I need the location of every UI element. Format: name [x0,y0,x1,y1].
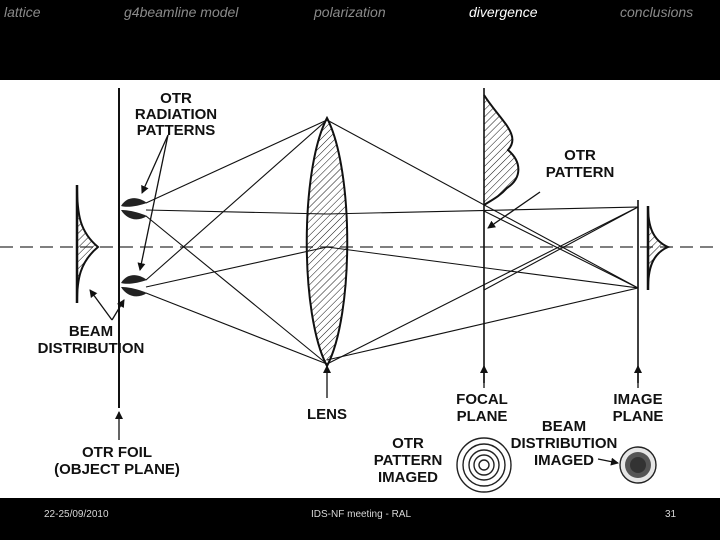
otr-optics-diagram: OTR RADIATION PATTERNS OTR PATTERN BEAM … [0,80,720,498]
label-image-plane-1: IMAGE [613,391,662,408]
footer-meeting: IDS-NF meeting - RAL [311,509,412,520]
label-focal-plane-1: FOCAL [456,391,508,408]
lens-shape [305,115,349,369]
beam-distribution-curve [76,184,100,304]
nav-g4beamline-model[interactable]: g4beamline model [124,4,239,20]
rays [145,119,639,365]
label-beam-distribution-imaged-3: IMAGED [534,452,594,469]
label-otr-pattern-2: PATTERN [546,164,615,181]
label-otr-pattern-imaged-2: PATTERN [374,452,443,469]
label-otr-foil-2: (OBJECT PLANE) [54,461,180,478]
label-otr-pattern-imaged-3: IMAGED [378,469,438,486]
otr-lobes-lower [121,275,147,297]
label-lens: LENS [307,406,347,423]
otr-pattern-curve [483,94,520,206]
navigation-bar: lattice g4beamline model polarization di… [0,0,720,80]
label-beam-distribution-1: BEAM [69,323,113,340]
nav-divergence[interactable]: divergence [469,4,538,20]
label-beam-distribution-imaged-2: DISTRIBUTION [511,435,618,452]
nav-conclusions[interactable]: conclusions [620,4,694,20]
nav-polarization[interactable]: polarization [314,4,386,20]
footer-page-number: 31 [665,509,677,520]
beam-distribution-imaged-icon [619,446,657,484]
slide-footer: 22-25/09/2010 IDS-NF meeting - RAL 31 [0,498,720,540]
label-otr-radiation-patterns-3: PATTERNS [137,122,216,139]
label-image-plane-2: PLANE [613,408,664,425]
label-focal-plane-2: PLANE [457,408,508,425]
footer-date: 22-25/09/2010 [44,509,109,520]
otr-lobes-upper [121,198,147,220]
label-otr-radiation-patterns-2: RADIATION [135,106,217,123]
label-beam-distribution-imaged-1: BEAM [542,418,586,435]
otr-pattern-imaged-icon [456,437,512,493]
nav-lattice[interactable]: lattice [4,4,41,20]
label-otr-pattern-1: OTR [564,147,596,164]
label-otr-pattern-imaged-1: OTR [392,435,424,452]
label-otr-foil-1: OTR FOIL [82,444,152,461]
label-otr-radiation-patterns-1: OTR [160,90,192,107]
image-beam-curve [647,205,671,291]
label-beam-distribution-2: DISTRIBUTION [38,340,145,357]
